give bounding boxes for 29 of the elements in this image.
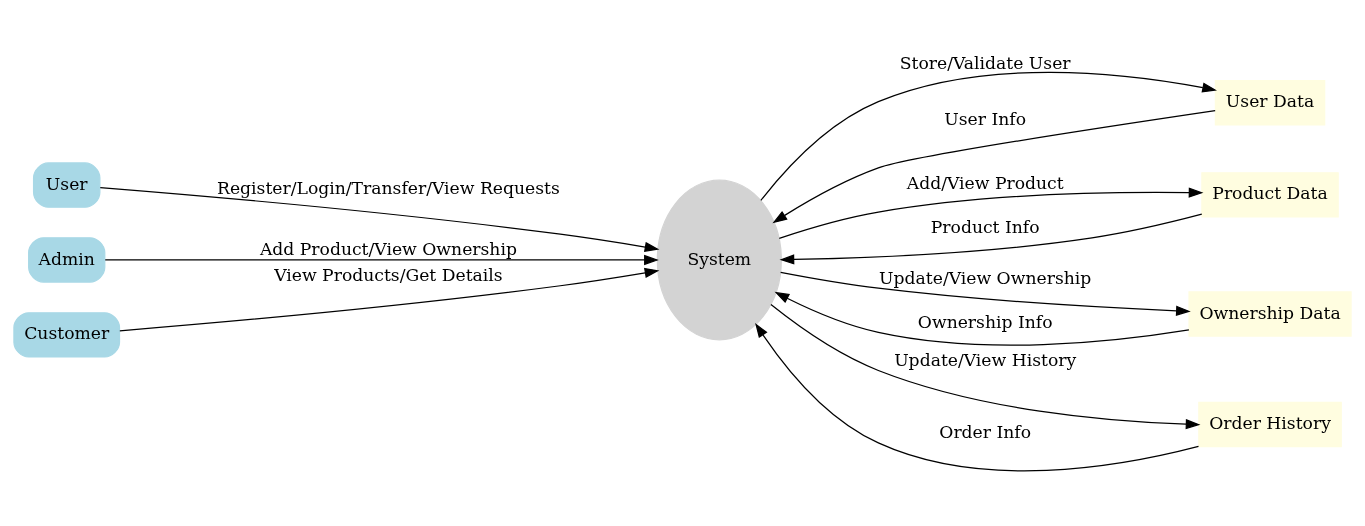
node-box: Admin	[28, 237, 106, 283]
arrow	[778, 187, 1204, 239]
arrow	[755, 322, 1200, 472]
arrow	[99, 186, 660, 253]
node-box: Order History	[1198, 401, 1342, 448]
edge-label: Product Info	[930, 217, 1040, 238]
edge-label: User Info	[944, 109, 1027, 130]
edge-label: Update/View History	[894, 349, 1077, 370]
edge-label: Add/View Product	[906, 173, 1064, 193]
node-box: Product Data	[1201, 172, 1339, 218]
edge-label: Order Info	[939, 422, 1032, 443]
node-box: User	[32, 162, 101, 208]
node-box: Ownership Data	[1188, 291, 1352, 337]
node-box: User Data	[1214, 80, 1326, 126]
arrow	[770, 304, 1201, 430]
edge-label: Update/View Ownership	[879, 267, 1092, 288]
arrow	[772, 110, 1216, 224]
arrow	[760, 71, 1217, 201]
arrow	[104, 254, 659, 266]
arrow	[779, 213, 1203, 265]
edge-label: Store/Validate User	[899, 52, 1071, 73]
arrow	[780, 271, 1191, 316]
edge-label: Register/Login/Transfer/View Requests	[216, 177, 560, 198]
edge-label: Ownership Info	[917, 311, 1053, 332]
arrow	[119, 267, 660, 332]
arrow	[774, 291, 1190, 346]
edge-label: View Products/Get Details	[274, 265, 503, 286]
edge-label: Add Product/View Ownership	[259, 239, 517, 260]
node-box: Customer	[13, 312, 121, 358]
